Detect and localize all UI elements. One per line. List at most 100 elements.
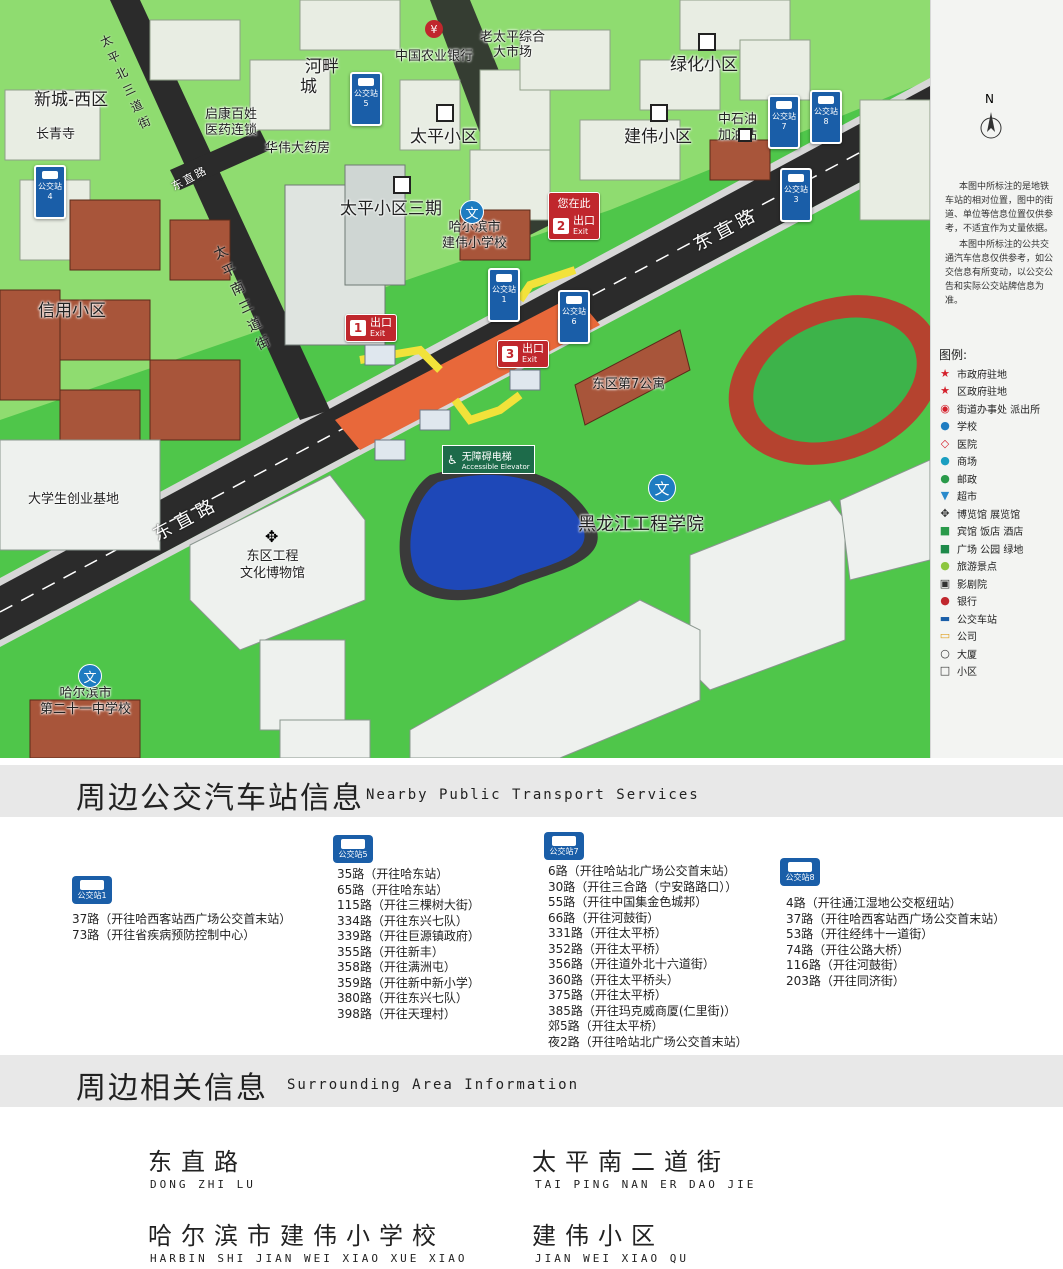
bus-route: 339路（开往巨源镇政府）	[337, 929, 480, 943]
legend-title: 图例:	[939, 348, 968, 362]
bus-route: 35路（开往哈东站）	[337, 867, 449, 881]
bus-route: 37路（开往哈西客站西广场公交首末站）	[72, 912, 292, 926]
exit-3-label: 出口	[522, 342, 544, 355]
residential-icon-taiping3	[393, 176, 411, 194]
legend-symbol-icon: ◉	[940, 401, 950, 415]
legend-item: ○ 大厦	[939, 645, 977, 661]
bus-route: 37路（开往哈西客站西广场公交首末站）	[786, 911, 1006, 926]
bus-stop-1-badge: 公交站1	[72, 876, 112, 904]
bus-route: 331路（开往太平桥）	[548, 926, 667, 940]
bus-route: 385路（开往玛克威商厦(仁里街)）	[548, 1003, 737, 1018]
legend-item: ●邮政	[939, 470, 977, 486]
legend-item: ▼ 超市	[939, 488, 977, 504]
legend-panel: N 本图中所标注的是地铁车站的相对位置，图中的街道、单位等信息位置仅供参考，不适…	[930, 0, 1063, 758]
legend-symbol-icon: ●	[940, 419, 950, 432]
legend-item-label: 博览馆 展览馆	[957, 509, 1021, 521]
legend-symbol-icon: ★	[940, 384, 950, 397]
legend-item-label: 广场 公园 绿地	[957, 544, 1024, 556]
label-taiping-phase3: 太平小区三期	[340, 199, 442, 219]
info-dongzhilu-zh: 东直路	[148, 1148, 247, 1176]
legend-item-label: 大厦	[957, 649, 977, 661]
bus-route: 116路（开往河鼓街）	[786, 958, 905, 972]
legend-item: ★区政府驻地	[939, 383, 1007, 399]
bus-stop-1-info: 公交站1 37路（开往哈西客站西广场公交首末站）73路（开往省疾病预防控制中心）	[72, 876, 291, 943]
bus-route: 380路（开往东兴七队）	[337, 991, 468, 1005]
label-hepan: 河畔	[305, 57, 339, 77]
bus-route: 6路（开往哈站北广场公交首末站）	[548, 864, 736, 878]
bus-route: 65路（开往哈东站）	[337, 882, 449, 897]
legend-item: ★市政府驻地	[939, 365, 1007, 381]
bus-stop-7-badge: 公交站7	[544, 832, 584, 860]
school-icon-21: 文	[78, 664, 102, 688]
exit-3-en: Exit	[522, 355, 538, 364]
bus-stop-8-routes: 4路（开往通江湿地公交枢纽站）37路（开往哈西客站西广场公交首末站）53路（开往…	[786, 896, 1005, 989]
bus-route: 203路（开往同济街）	[786, 973, 905, 988]
bus-stop-4-sign: 公交站4	[34, 165, 66, 219]
legend-symbol-icon: ○	[940, 646, 950, 660]
bus-route: 355路（开往新丰）	[337, 944, 444, 959]
legend-symbol-icon: ★	[940, 366, 950, 380]
label-agri-bank: 中国农业银行	[395, 49, 474, 64]
legend-symbol-icon: ▬	[939, 611, 951, 625]
legend-item-label: 公交车站	[957, 614, 997, 626]
legend-symbol-icon: □	[939, 664, 951, 677]
bank-icon: ¥	[425, 20, 443, 38]
legend-item-label: 影剧院	[957, 579, 987, 591]
north-arrow-icon	[980, 112, 1002, 139]
bus-route: 352路（开往太平桥）	[548, 941, 667, 956]
label-jianwei-school: 哈尔滨市 建伟小学校	[442, 220, 508, 251]
legend-item-label: 医院	[957, 439, 977, 451]
info-taipingnan-zh: 太平南二道街	[532, 1148, 730, 1176]
legend-item-label: 超市	[957, 492, 977, 503]
legend-symbol-icon: ●	[940, 559, 950, 572]
bus-route: 356路（开往道外北十六道街）	[548, 957, 715, 971]
bus-route: 夜2路（开往哈站北广场公交首末站）	[548, 1034, 748, 1049]
legend-item-label: 银行	[957, 597, 977, 608]
surrounding-title-en: Surrounding Area Information	[287, 1077, 580, 1093]
info-jianwei-xiaoqu-zh: 建伟小区	[532, 1222, 664, 1250]
legend-symbol-icon: ●	[940, 594, 950, 607]
label-hlj-college: 黑龙江工程学院	[578, 514, 704, 535]
bus-route: 360路（开往太平桥头）	[548, 972, 679, 987]
transport-title-en: Nearby Public Transport Services	[366, 787, 700, 803]
legend-symbol-icon: ✥	[940, 506, 950, 520]
bus-route: 郊5路（开往太平桥）	[548, 1019, 664, 1033]
legend-note-2: 本图中所标注的公共交通汽车信息仅供参考，如公交信息有所变动，以公交公告和实际公交…	[945, 240, 1054, 306]
gas-station-icon	[738, 128, 752, 142]
area-map: 新城-西区 长青寺 启康百姓 医药连锁 华伟大药房 中国农业银行 老太平综合 大…	[0, 0, 930, 758]
school-icon-hlj-college: 文	[648, 474, 676, 502]
bus-stop-5-badge: 公交站5	[333, 835, 373, 863]
bus-stop-6-sign: 公交站6	[558, 290, 590, 344]
legend-item-label: 街道办事处 派出所	[957, 404, 1041, 416]
legend-symbol-icon: ▼	[940, 489, 950, 502]
bus-stop-7-sign: 公交站7	[768, 95, 800, 149]
label-huawei-pharmacy: 华伟大药房	[265, 141, 331, 156]
label-entrepreneur-base: 大学生创业基地	[28, 492, 120, 507]
exit-1-en: Exit	[370, 329, 386, 338]
info-jianwei-school-en: HARBIN SHI JIAN WEI XIAO XUE XIAO	[150, 1252, 468, 1265]
bus-route: 73路（开往省疾病预防控制中心）	[72, 927, 256, 942]
legend-item: ■宾馆 饭店 酒店	[939, 523, 1024, 539]
legend-item: ●学校	[939, 418, 977, 434]
bus-route: 375路（开往太平桥）	[548, 988, 667, 1002]
legend-item-label: 小区	[957, 667, 977, 678]
wheelchair-icon: ♿	[447, 452, 458, 467]
label-jianwei-xiaoqu: 建伟小区	[624, 127, 692, 147]
school-icon-jianwei: 文	[460, 200, 484, 224]
bus-route: 55路（开往中国集金色城邦）	[548, 895, 708, 909]
label-school-21: 哈尔滨市 第二十一中学校	[40, 686, 132, 717]
bus-icon	[788, 862, 812, 872]
info-jianwei-school-zh: 哈尔滨市建伟小学校	[148, 1222, 445, 1250]
bus-icon	[496, 274, 512, 282]
residential-icon-taiping	[436, 104, 454, 122]
info-taipingnan-en: TAI PING NAN ER DAO JIE	[535, 1178, 757, 1191]
bus-icon	[818, 96, 834, 104]
bus-route: 30路（开往三合路（宁安路路口））	[548, 879, 738, 894]
legend-item: ● 银行	[939, 593, 977, 609]
legend-symbol-icon: ▣	[939, 576, 951, 590]
legend-item: ◉ 街道办事处 派出所	[939, 400, 1040, 416]
bus-route: 334路（开往东兴七队）	[337, 913, 468, 928]
residential-icon-jianwei	[650, 104, 668, 122]
